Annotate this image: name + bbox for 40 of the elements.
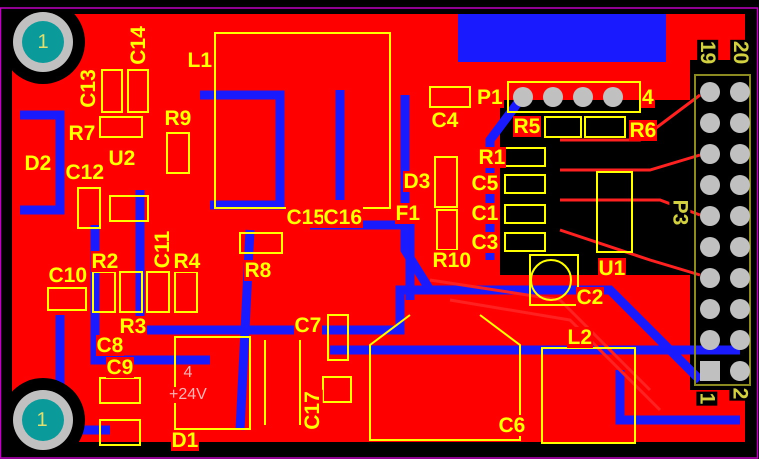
pin-number: 1	[36, 32, 50, 52]
pin-number: 1	[696, 391, 718, 405]
designator-label: C4	[430, 110, 460, 130]
designator-label: C3	[470, 232, 500, 252]
designator-label: U2	[108, 148, 136, 168]
designator-label: C17	[301, 390, 322, 430]
designator-label: R3	[118, 316, 148, 336]
designator-label: F1	[394, 202, 422, 224]
pin-number: 20	[730, 39, 751, 65]
designator-label: D1	[170, 430, 200, 450]
designator-label: C6	[498, 414, 526, 436]
designator-label: R10	[432, 250, 472, 270]
pin-number: 2	[729, 386, 750, 400]
designator-label: R6	[628, 120, 658, 140]
designator-label: R4	[172, 250, 202, 272]
designator-label: R8	[244, 260, 272, 280]
designator-label: C13	[77, 68, 98, 108]
designator-label: C7	[294, 314, 322, 336]
pin-number: P3	[669, 198, 690, 226]
designator-label: C8	[96, 334, 124, 356]
designator-label: U1	[598, 258, 626, 278]
designator-label: C1	[470, 202, 500, 224]
designator-label: R1	[478, 146, 506, 168]
designator-label: R5	[512, 116, 542, 136]
pin-number: 19	[696, 39, 718, 65]
pin-number: 1	[36, 410, 49, 430]
pad-label: +24V	[168, 387, 208, 403]
designator-label: C14	[127, 24, 148, 66]
designator-label: L2	[566, 326, 594, 348]
designator-label: R2	[90, 250, 120, 272]
designator-label: P1	[476, 86, 504, 108]
designator-label: C10	[48, 264, 88, 286]
designator-label: C5	[470, 172, 500, 194]
designator-label: D3	[402, 170, 432, 192]
designator-label: C2	[576, 286, 604, 308]
designator-label: C9	[106, 356, 134, 378]
designator-label: R9	[164, 108, 192, 128]
designator-label: C16	[322, 206, 364, 228]
designator-label: C12	[64, 162, 106, 182]
designator-label: 4	[641, 86, 655, 108]
